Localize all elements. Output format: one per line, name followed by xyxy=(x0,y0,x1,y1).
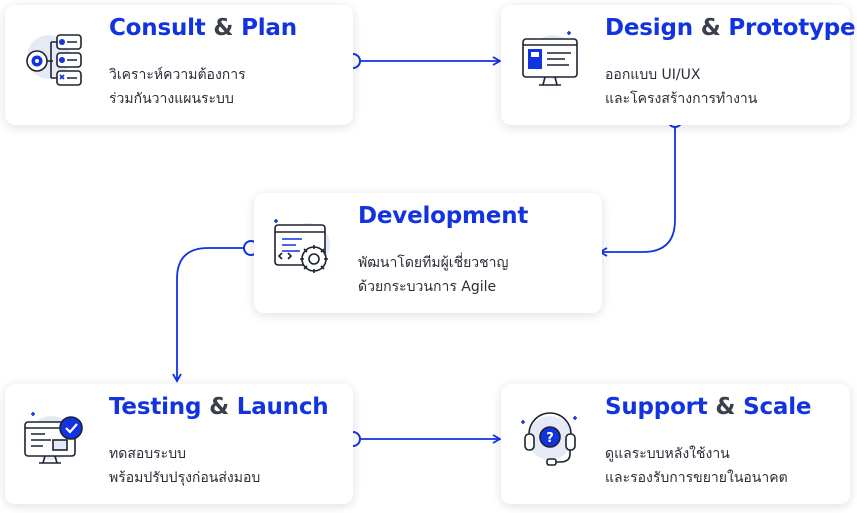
step-title-second: Plan xyxy=(241,15,297,41)
step-title-main: Support xyxy=(605,394,708,420)
svg-text:?: ? xyxy=(546,431,554,446)
step-card-testing-launch: Testing & Launch ทดสอบระบบ พร้อมปรับปรุง… xyxy=(5,384,353,504)
step-description-line2: และโครงสร้างการทำงาน xyxy=(605,91,758,107)
testing-icon xyxy=(21,406,87,472)
step-title-main: Consult xyxy=(109,15,206,41)
step-card-consult-plan: Consult & Plan วิเคราะห์ความต้องการ ร่วม… xyxy=(5,5,353,125)
step-description-line2: ด้วยกระบวนการ Agile xyxy=(358,279,497,295)
step-title-main: Development xyxy=(358,203,529,229)
step-title-second: Scale xyxy=(743,394,812,420)
step-description-line2: พร้อมปรับปรุงก่อนส่งมอบ xyxy=(109,470,261,486)
connector-2-3 xyxy=(598,127,676,257)
step-title: Testing & Launch xyxy=(109,394,329,420)
step-card-design-prototype: Design & Prototype ออกแบบ UI/UX และโครงส… xyxy=(501,5,856,125)
development-icon xyxy=(270,215,336,281)
step-description-line1: วิเคราะห์ความต้องการ xyxy=(109,67,246,83)
step-description-line1: ดูแลระบบหลังใช้งาน xyxy=(605,446,730,462)
step-title-main: Testing xyxy=(109,394,202,420)
step-title: Consult & Plan xyxy=(109,15,297,41)
step-card-development: Development พัฒนาโดยทีมผู้เชี่ยวชาญ ด้วย… xyxy=(254,193,602,313)
step-title: Support & Scale xyxy=(605,394,811,420)
step-title-amp: & xyxy=(209,394,229,420)
connector-3-4 xyxy=(172,247,244,383)
step-description-line1: ออกแบบ UI/UX xyxy=(605,67,701,83)
step-title-main: Design xyxy=(605,15,693,41)
step-description: พัฒนาโดยทีมผู้เชี่ยวชาญ ด้วยกระบวนการ Ag… xyxy=(358,251,508,299)
step-description-line1: ทดสอบระบบ xyxy=(109,446,186,462)
step-title-amp: & xyxy=(700,15,721,41)
step-description-line2: ร่วมกันวางแผนระบบ xyxy=(109,91,234,107)
step-description: ทดสอบระบบ พร้อมปรับปรุงก่อนส่งมอบ xyxy=(109,442,260,490)
step-title-amp: & xyxy=(715,394,736,420)
support-icon: ? xyxy=(517,406,583,472)
step-card-support-scale: ? Support & Scale ดูแลระบบหลังใช้งาน และ… xyxy=(501,384,850,504)
plan-icon xyxy=(21,27,87,93)
step-description: ออกแบบ UI/UX และโครงสร้างการทำงาน xyxy=(605,63,757,111)
step-description: ดูแลระบบหลังใช้งาน และรองรับการขยายในอนา… xyxy=(605,442,788,490)
step-description-line2: และรองรับการขยายในอนาคต xyxy=(605,470,788,486)
step-description-line1: พัฒนาโดยทีมผู้เชี่ยวชาญ xyxy=(358,255,509,271)
step-title: Development xyxy=(358,203,528,229)
step-description: วิเคราะห์ความต้องการ ร่วมกันวางแผนระบบ xyxy=(109,63,246,111)
step-title: Design & Prototype xyxy=(605,15,856,41)
step-title-amp: & xyxy=(213,15,234,41)
design-icon xyxy=(517,27,583,93)
step-title-second: Prototype xyxy=(728,15,856,41)
step-title-second: Launch xyxy=(236,394,329,420)
